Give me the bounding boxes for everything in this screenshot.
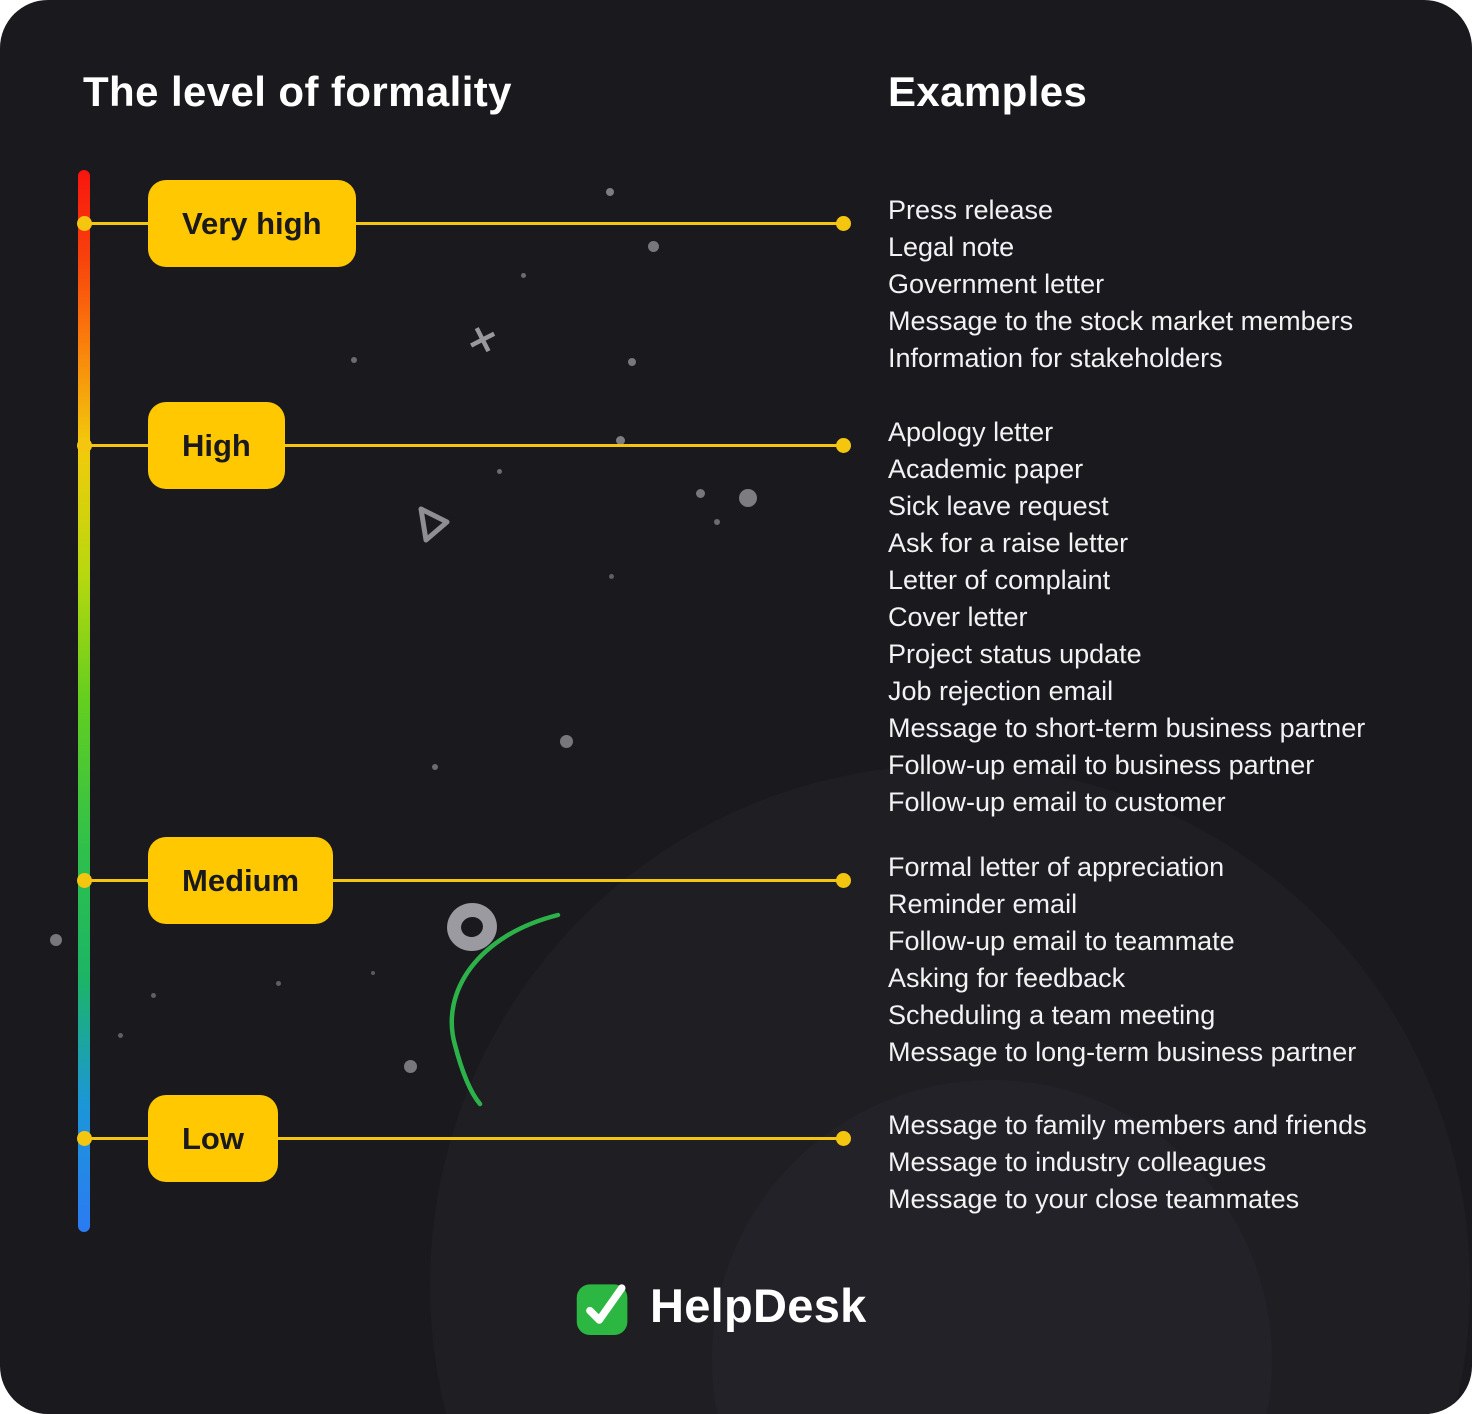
connector-dot-left	[77, 1131, 92, 1146]
decorative-dot	[371, 971, 375, 975]
level-label-very-high: Very high	[148, 180, 356, 268]
example-item: Apology letter	[888, 417, 1054, 447]
page-title: The level of formality	[83, 68, 512, 115]
decorative-dot	[521, 273, 526, 278]
level-label-high: High	[148, 402, 285, 490]
example-item: Sick leave request	[888, 491, 1109, 521]
helpdesk-logo-text: HelpDesk	[650, 1278, 867, 1332]
decorative-dot	[276, 981, 281, 986]
decorative-dot	[151, 993, 156, 998]
example-item: Follow-up email to business partner	[888, 750, 1315, 780]
examples-header: Examples	[888, 68, 1088, 115]
decorative-dot	[50, 934, 62, 946]
decorative-dot	[432, 764, 438, 770]
decorative-dot	[351, 357, 357, 363]
example-item: Ask for a raise letter	[888, 528, 1129, 558]
donut-shape	[442, 898, 502, 956]
cross-shape: ✕	[462, 318, 502, 364]
example-item: Letter of complaint	[888, 565, 1111, 595]
connector-dot-right	[836, 1131, 851, 1146]
decorative-dot	[404, 1060, 417, 1073]
example-item: Scheduling a team meeting	[888, 1000, 1216, 1030]
helpdesk-logo: HelpDesk	[573, 1275, 867, 1335]
decorative-dot	[609, 574, 614, 579]
example-item: Reminder email	[888, 889, 1078, 919]
decorative-dot	[606, 188, 614, 196]
decorative-dot	[118, 1033, 123, 1038]
decorative-dot	[628, 358, 636, 366]
decorative-dot	[648, 241, 659, 252]
example-item: Academic paper	[888, 454, 1084, 484]
example-item: Message to family members and friends	[888, 1110, 1367, 1140]
connector-dot-left	[77, 216, 92, 231]
formality-gradient-scale	[78, 170, 90, 1232]
decorative-dot	[739, 489, 757, 507]
level-label-medium: Medium	[148, 837, 334, 925]
connector-dot-right	[836, 438, 851, 453]
example-item: Message to the stock market members	[888, 306, 1354, 336]
example-item: Formal letter of appreciation	[888, 852, 1225, 882]
example-item: Information for stakeholders	[888, 343, 1223, 373]
example-item: Press release	[888, 195, 1054, 225]
example-item: Message to long-term business partner	[888, 1037, 1357, 1067]
connector-dot-left	[77, 873, 92, 888]
decorative-dot	[560, 735, 573, 748]
connector-line	[88, 879, 844, 882]
connector-line	[88, 444, 844, 447]
example-item: Government letter	[888, 269, 1105, 299]
example-item: Follow-up email to customer	[888, 787, 1226, 817]
connector-dot-left	[77, 438, 92, 453]
connector-dot-right	[836, 873, 851, 888]
decorative-dot	[497, 469, 502, 474]
example-item: Message to your close teammates	[888, 1184, 1300, 1214]
decorative-dot	[696, 489, 705, 498]
level-label-low: Low	[148, 1095, 278, 1183]
example-item: Job rejection email	[888, 676, 1114, 706]
decorative-dot	[616, 436, 625, 445]
example-item: Message to industry colleagues	[888, 1147, 1267, 1177]
example-item: Legal note	[888, 232, 1015, 262]
example-item: Asking for feedback	[888, 963, 1126, 993]
example-item: Cover letter	[888, 602, 1028, 632]
example-item: Project status update	[888, 639, 1142, 669]
connector-dot-right	[836, 216, 851, 231]
connector-line	[88, 1137, 844, 1140]
connector-line	[88, 222, 844, 225]
helpdesk-check-icon	[576, 1284, 628, 1335]
triangle-outline-shape	[418, 506, 450, 543]
decorative-dot	[714, 519, 720, 525]
example-item: Follow-up email to teammate	[888, 926, 1235, 956]
example-item: Message to short-term business partner	[888, 713, 1366, 743]
